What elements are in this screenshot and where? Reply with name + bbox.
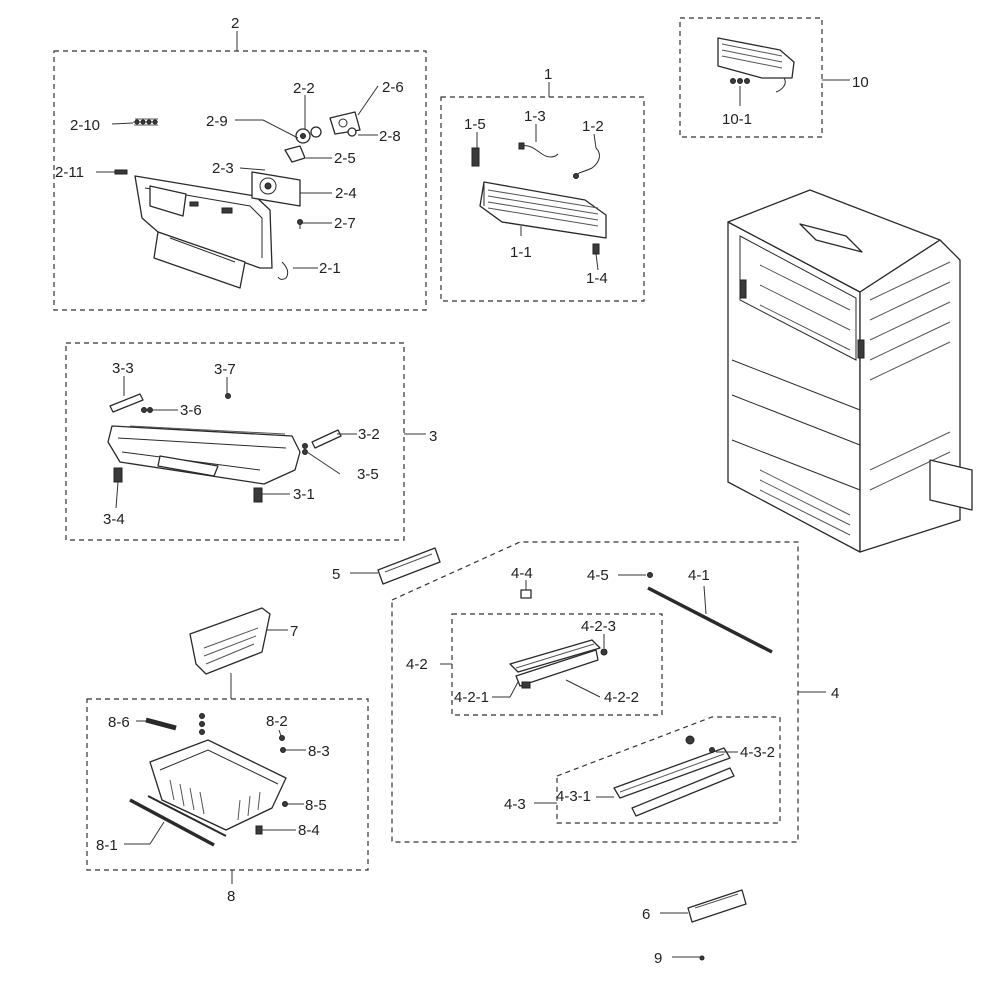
part-2-8 [347,127,357,137]
label-8-6: 8-6 [108,714,130,731]
label-2-10: 2-10 [70,117,100,134]
part-8-basket [149,739,287,831]
label-6: 6 [642,906,650,923]
part-5 [377,547,441,585]
part-2-7-screw [297,219,303,229]
part-8-5 [282,801,288,807]
part-2-5-fan [284,145,306,163]
label-2-1: 2-1 [319,260,341,277]
part-8-2 [279,735,285,741]
label-8-2: 8-2 [266,713,288,730]
part-4-1-rail [647,586,773,654]
group-10-box [679,17,823,138]
label-2-4: 2-4 [335,185,357,202]
label-2: 2 [231,15,239,32]
part-1-3-wire [518,142,559,158]
label-1-4: 1-4 [586,270,608,287]
part-4-2-slide [509,639,608,689]
part-8-1-rail [129,795,227,847]
label-2-8: 2-8 [379,128,401,145]
label-1-2: 1-2 [582,118,604,135]
part-4-3-slide [613,735,735,817]
callout-labels: 2 1 10 10-1 2-2 2-6 2-10 2-9 2-8 2-5 2-3… [55,15,869,967]
label-3: 3 [429,428,437,445]
part-4-5-screw [647,572,653,578]
part-1-5 [471,147,480,167]
part-10-1-screws [730,78,750,84]
label-4-3: 4-3 [504,796,526,813]
part-10-ice-maker [717,37,795,93]
label-4-2-3: 4-2-3 [581,618,616,635]
label-2-7: 2-7 [334,215,356,232]
label-10-1: 10-1 [722,111,752,128]
part-3-1-roller [253,487,263,503]
part-2-4-fan-housing [251,171,301,207]
label-4-2-1: 4-2-1 [454,689,489,706]
label-4: 4 [831,685,839,702]
label-8-3: 8-3 [308,743,330,760]
label-1-5: 1-5 [464,116,486,133]
part-8-6-handle [145,717,177,731]
label-3-4: 3-4 [103,511,125,528]
part-7-basket [189,607,271,675]
label-9: 9 [654,950,662,967]
label-3-1: 3-1 [293,486,315,503]
label-5: 5 [332,566,340,583]
label-8-4: 8-4 [298,822,320,839]
part-1-1-evaporator [479,181,607,239]
part-3-3 [109,393,144,413]
part-3-4-roller [113,467,123,483]
part-1-2-wire [573,147,600,179]
refrigerator-cabinet [727,189,973,553]
part-8-screws-top [199,713,205,735]
label-4-2-2: 4-2-2 [604,689,639,706]
label-4-3-1: 4-3-1 [556,788,591,805]
label-4-5: 4-5 [587,567,609,584]
part-2-1-panel [134,175,289,289]
part-1-4 [592,243,600,255]
label-7: 7 [290,623,298,640]
label-1-1: 1-1 [510,244,532,261]
group-3-box [65,342,405,541]
part-2-10 [133,118,158,126]
label-4-3-2: 4-3-2 [740,744,775,761]
part-4-4 [520,589,532,599]
part-8-4 [255,825,263,835]
part-2-11 [114,169,128,175]
label-3-6: 3-6 [180,402,202,419]
part-3-tray [107,425,301,485]
label-3-5: 3-5 [357,466,379,483]
label-8: 8 [227,888,235,905]
label-3-7: 3-7 [214,361,236,378]
label-4-2: 4-2 [406,656,428,673]
label-3-3: 3-3 [112,360,134,377]
label-8-1: 8-1 [96,837,118,854]
label-2-5: 2-5 [334,150,356,167]
group-1-box [440,96,645,302]
part-2-2 [310,126,322,138]
part-8-3 [280,747,286,753]
part-3-5 [302,443,308,455]
label-2-11: 2-11 [55,164,84,181]
part-3-2 [311,429,342,449]
label-2-9: 2-9 [206,113,228,130]
group-4-3-box [556,716,781,824]
group-4-box [391,541,799,843]
label-3-2: 3-2 [358,426,380,443]
label-2-2: 2-2 [293,80,315,97]
label-8-5: 8-5 [305,797,327,814]
label-2-3: 2-3 [212,160,234,177]
part-9-screw [699,955,705,961]
label-2-6: 2-6 [382,79,404,96]
part-3-7 [225,393,231,399]
part-6 [687,889,747,923]
label-4-4: 4-4 [511,565,533,582]
part-2-9-motor [295,128,311,144]
label-1-3: 1-3 [524,108,546,125]
label-4-1: 4-1 [688,567,710,584]
label-10: 10 [852,74,869,91]
label-1: 1 [544,66,552,83]
